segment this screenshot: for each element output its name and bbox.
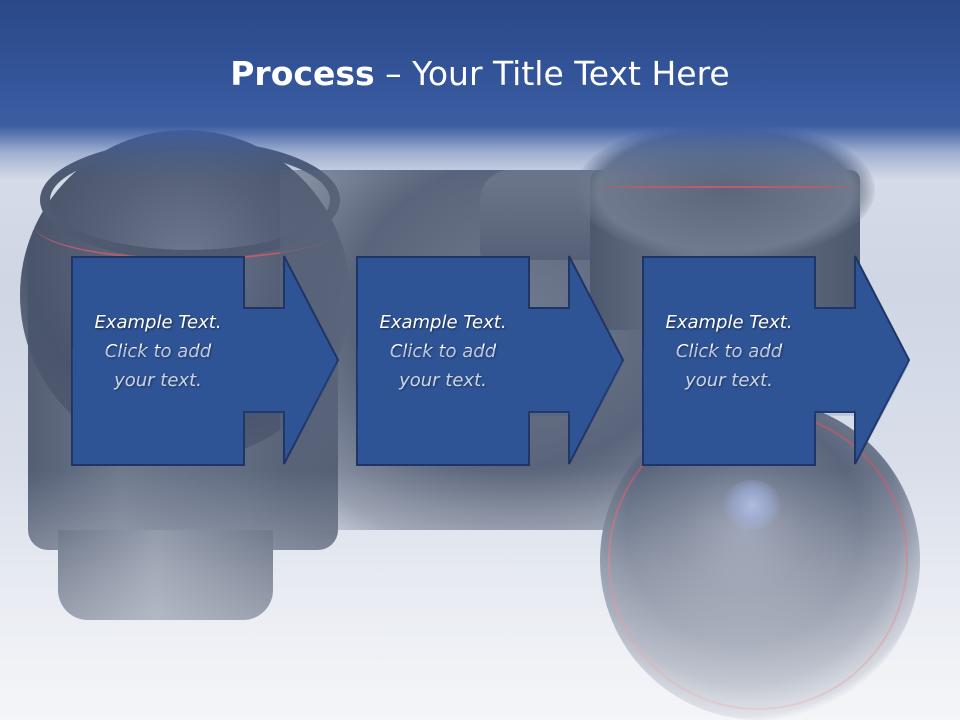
slide-title[interactable]: Process – Your Title Text Here bbox=[0, 52, 960, 96]
step-1-reflection bbox=[71, 259, 343, 468]
process-step-3[interactable]: Example Text. Click to add your text. bbox=[642, 255, 914, 466]
step-text: Example Text. Click to add your text. bbox=[379, 312, 507, 391]
process-arrow-shape bbox=[642, 255, 911, 466]
step-2-reflection bbox=[356, 259, 628, 468]
process-arrow-shape bbox=[356, 255, 625, 466]
title-band bbox=[0, 0, 960, 180]
title-rest: – Your Title Text Here bbox=[374, 54, 730, 93]
title-bold: Process bbox=[230, 54, 375, 93]
step-3-reflection bbox=[642, 259, 914, 468]
bottom-fade bbox=[0, 470, 960, 720]
lens-right-red-line bbox=[600, 186, 855, 188]
process-arrow-shape bbox=[71, 255, 340, 466]
process-step-2[interactable]: Example Text. Click to add your text. bbox=[356, 255, 628, 466]
step-text: Example Text. Click to add your text. bbox=[94, 312, 222, 391]
step-text: Example Text. Click to add your text. bbox=[665, 312, 793, 391]
process-step-1[interactable]: Example Text. Click to add your text. bbox=[71, 255, 343, 466]
